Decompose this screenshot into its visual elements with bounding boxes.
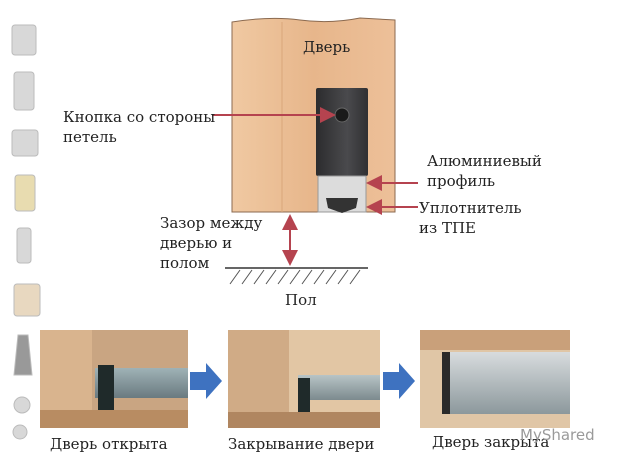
gap-label-line2: дверью и	[160, 234, 233, 252]
hardware-thumbnails	[11, 24, 41, 440]
watermark: MyShared	[520, 426, 595, 444]
button-label-line1: Кнопка со стороны	[63, 108, 216, 126]
tpe-seal	[326, 198, 358, 213]
lock-thumbnail	[13, 71, 35, 111]
step-caption-2: Закрывание двери	[228, 435, 375, 453]
seal-label-line2: из ТПЕ	[419, 219, 476, 237]
photo-door-closing	[228, 330, 380, 428]
profile-label-line2: профиль	[427, 172, 496, 190]
step-arrow-2-icon	[383, 363, 415, 399]
seal-thumbnail	[13, 334, 33, 376]
photo-door-closed	[420, 330, 570, 428]
bolt-thumbnail	[14, 174, 36, 212]
floor-label: Пол	[285, 291, 317, 309]
pin-thumbnail	[16, 227, 32, 264]
door-label: Дверь	[303, 38, 351, 56]
floor-hatching	[229, 269, 361, 285]
seal-label-line1: Уплотнитель	[419, 199, 522, 217]
hinge-thumbnail	[11, 24, 37, 56]
button-label-line2: петель	[63, 128, 117, 146]
stopper-thumbnail	[12, 424, 28, 440]
step-caption-1: Дверь открыта	[50, 435, 168, 453]
step-arrow-1-icon	[190, 363, 222, 399]
knob-thumbnail	[13, 396, 31, 414]
seal-housing	[316, 88, 368, 176]
step-caption-3: Дверь закрыта	[432, 433, 550, 451]
gap-label-line1: Зазор между	[160, 214, 263, 232]
profile-label-line1: Алюминиевый	[427, 152, 542, 170]
plate-thumbnail	[13, 283, 41, 317]
latch-thumbnail	[11, 129, 39, 157]
photo-door-open	[40, 330, 188, 428]
gap-label-line3: полом	[160, 254, 210, 272]
actuator-button-icon	[334, 107, 350, 123]
